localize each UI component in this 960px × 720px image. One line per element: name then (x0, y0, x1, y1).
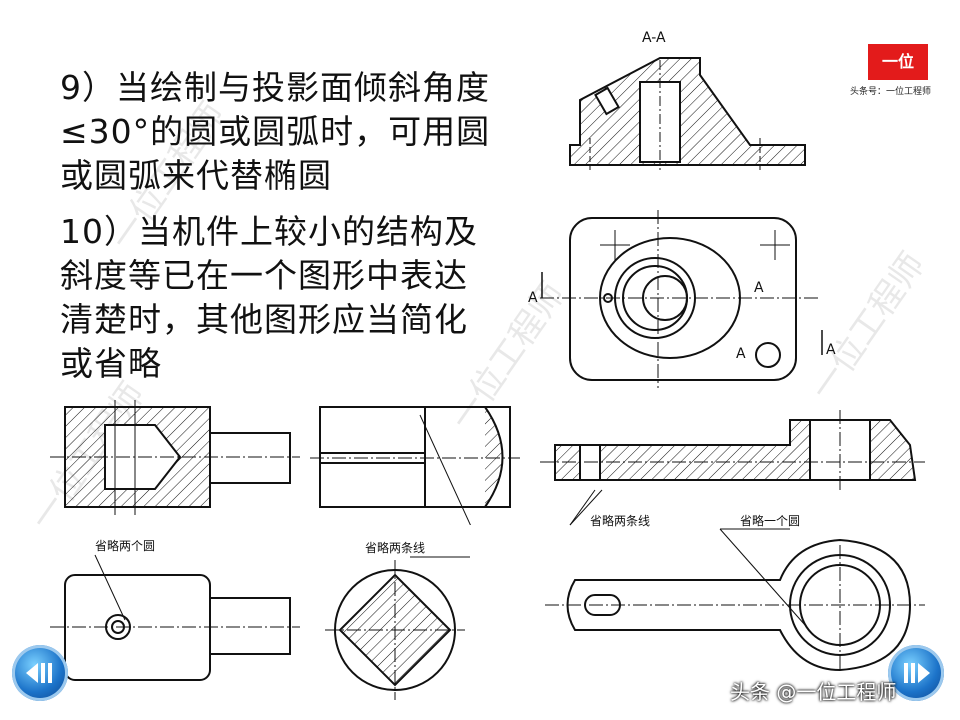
section-title-label: A-A (642, 30, 666, 46)
lever-top-view: 省略一个圆 (545, 513, 925, 672)
brand-subtitle: 头条号：一位工程师 (850, 87, 932, 97)
cut-mark-label: A (528, 290, 538, 306)
rule-10-text: 10）当机件上较小的结构及斜度等已在一个图形中表达清楚时，其他图形应当简化或省略 (60, 212, 478, 383)
shaft-end-view: 省略两个圆 (50, 538, 300, 681)
cylinder-slot-view (310, 406, 520, 525)
omit-two-lines-label-middle: 省略两条线 (365, 540, 425, 555)
omit-two-lines-label-right: 省略两条线 (590, 514, 651, 528)
top-view-plate: A A A A (528, 210, 836, 388)
next-slide-button[interactable] (888, 645, 944, 701)
cut-mark-label: A (826, 342, 836, 358)
brand-logo: 一位 (868, 44, 928, 80)
previous-icon (26, 663, 52, 683)
rule-9-text: 9）当绘制与投影面倾斜角度≤30°的圆或圆弧时，可用圆或圆弧来代替椭圆 (60, 68, 491, 195)
cut-mark-label: A (736, 346, 746, 362)
lever-section-view (540, 410, 925, 526)
shaft-section-drawing (50, 400, 300, 515)
section-view-aa: A-A (569, 30, 806, 170)
source-credit: 头条 @一位工程师 (730, 680, 897, 704)
next-icon (904, 663, 930, 683)
previous-slide-button[interactable] (12, 645, 68, 701)
cut-mark-label: A (754, 280, 764, 296)
omit-two-circles-label: 省略两个圆 (95, 538, 155, 553)
omit-one-circle-label: 省略一个圆 (740, 513, 800, 528)
square-section-view: 省略两条线 (325, 540, 470, 700)
